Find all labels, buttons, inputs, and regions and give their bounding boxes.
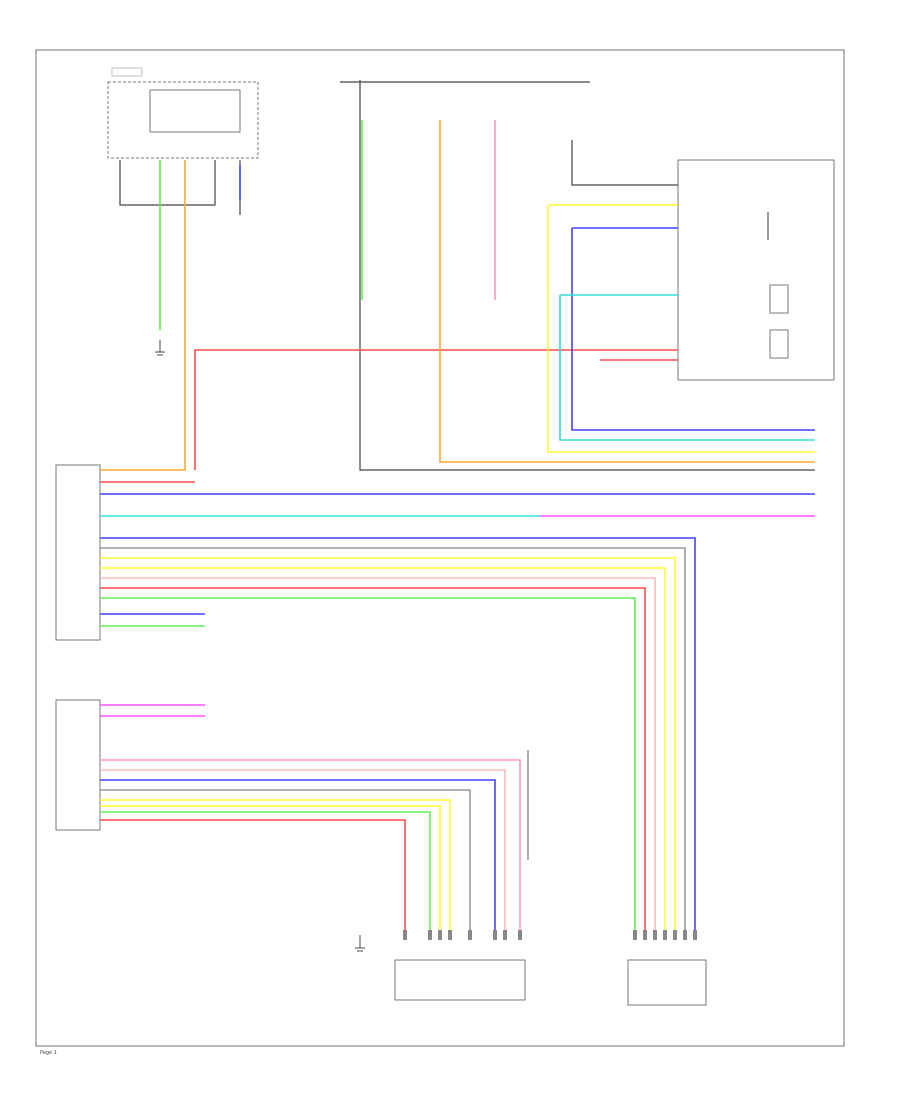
connector-pin-14: [683, 930, 687, 940]
gray-wire-20: [100, 547, 686, 930]
yellow-wire-35: [100, 805, 441, 930]
connector-pin-10: [643, 930, 647, 940]
light-wire-31: [100, 769, 506, 930]
yellow-wire-22: [100, 567, 666, 930]
gray-wire-33: [100, 789, 471, 930]
fuse-block-label: [111, 67, 143, 77]
yellow-wire-8: [547, 205, 815, 453]
orange-wire-1: [100, 160, 186, 471]
connector-pin-13: [673, 930, 677, 940]
page-number: Page 1: [40, 1050, 57, 1056]
red-wire-24: [100, 587, 646, 930]
connector-pin-3: [438, 930, 442, 940]
connector-pin-5: [468, 930, 472, 940]
ground-symbol-left: [155, 340, 165, 356]
connector-pin-6: [493, 930, 497, 940]
switch-assembly-box: [677, 159, 835, 381]
ecu-box-main: [55, 464, 101, 641]
bottom-connector-right: [627, 959, 707, 1006]
connector-pin-7: [503, 930, 507, 940]
connector-pin-12: [663, 930, 667, 940]
light-wire-23: [100, 577, 656, 930]
connector-pin-4: [448, 930, 452, 940]
connector-pin-15: [693, 930, 697, 940]
pink-wire-30: [100, 759, 521, 930]
red-wire-37: [100, 819, 406, 930]
connector-pin-9: [633, 930, 637, 940]
diagram-border: [35, 49, 845, 1047]
connector-pin-8: [518, 930, 522, 940]
yellow-wire-34: [100, 799, 451, 930]
connector-pin-11: [653, 930, 657, 940]
relay-switch: [149, 89, 241, 133]
black-wires: [119, 80, 815, 471]
yellow-wire-21: [100, 557, 676, 930]
orange-wire-6: [439, 120, 815, 463]
relay-box: [107, 81, 259, 159]
ecu-box-sensor: [55, 699, 101, 831]
green-wire-25: [100, 597, 636, 930]
bottom-connector-center: [394, 959, 526, 1001]
cyan-wire-12: [559, 295, 815, 441]
switch-element-2: [769, 329, 789, 359]
wire-group: [100, 120, 815, 930]
blue-wire-32: [100, 779, 496, 930]
switch-element-1: [769, 284, 789, 314]
blue-wire-19: [100, 537, 696, 930]
ground-symbol-bottom: [355, 935, 365, 952]
connector-ticks: [403, 930, 697, 940]
blue-wire-10: [571, 228, 815, 431]
green-wire-36: [100, 811, 431, 930]
connector-pin-1: [403, 930, 407, 940]
connector-pin-2: [428, 930, 432, 940]
red-wire-4: [194, 349, 678, 470]
